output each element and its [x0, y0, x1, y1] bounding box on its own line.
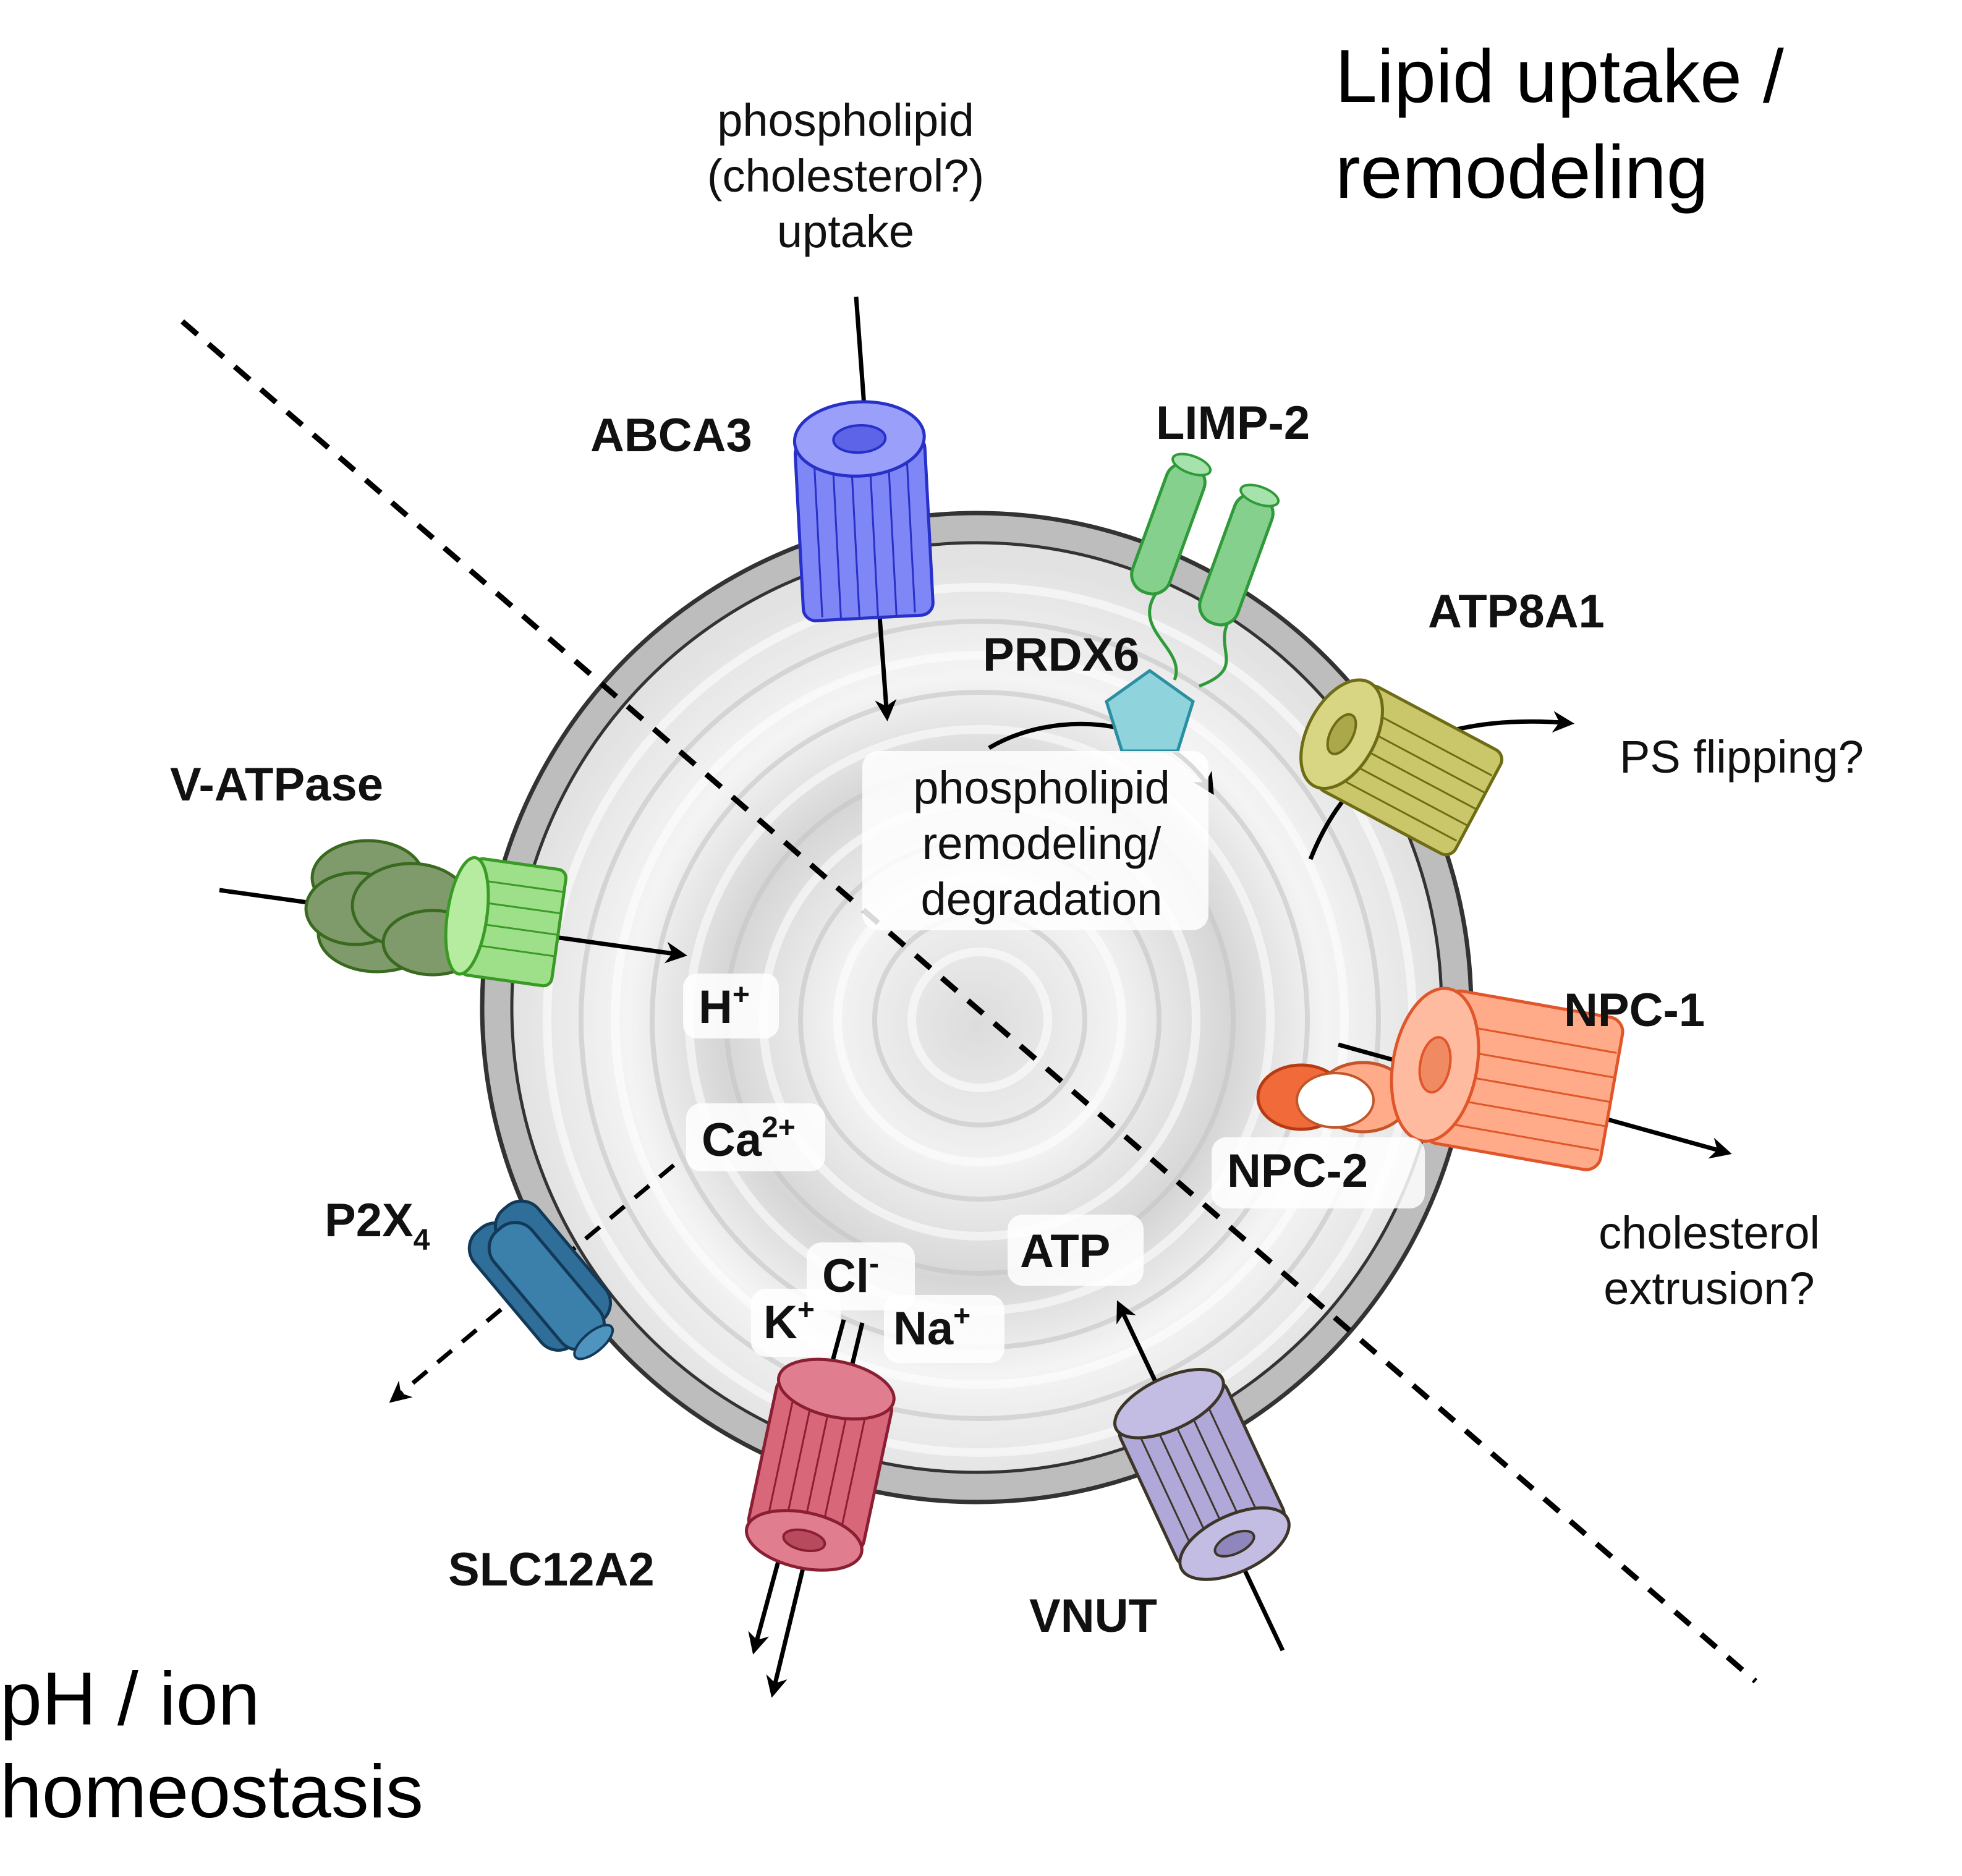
vnut-icon	[1113, 1367, 1291, 1581]
uptake-note-line2: (cholesterol?)	[707, 150, 984, 202]
p2x4-channel: P2X4	[325, 1163, 676, 1403]
h-ion: H+	[699, 978, 750, 1033]
slc12a2-label: SLC12A2	[448, 1543, 655, 1596]
title-ph-line1: pH / ion	[0, 1657, 260, 1741]
abca3-transporter: ABCA3	[590, 296, 935, 721]
ca-ion: Ca2+	[702, 1111, 796, 1166]
chol-note-line1: cholesterol	[1599, 1207, 1820, 1258]
remodel-note-line1: phospholipid	[913, 762, 1170, 813]
remodel-note-line2: remodeling/	[922, 818, 1161, 869]
npc1-transporter: NPC-1	[1256, 984, 1732, 1171]
uptake-note-line1: phospholipid	[717, 95, 974, 146]
title-ph-line2: homeostasis	[0, 1749, 423, 1833]
atp8a1-transporter: ATP8A1	[1299, 585, 1605, 860]
title-lipid-line1: Lipid uptake /	[1335, 34, 1784, 118]
npc1-label: NPC-1	[1564, 984, 1705, 1037]
na-ion: Na+	[893, 1300, 970, 1355]
atp8a1-icon	[1299, 678, 1504, 857]
limp2-label: LIMP-2	[1156, 397, 1310, 449]
abca3-label: ABCA3	[590, 409, 752, 462]
p2x4-label: P2X4	[325, 1194, 430, 1257]
vatpase-label: V-ATPase	[170, 758, 383, 811]
abca3-icon	[792, 400, 935, 622]
uptake-note-line3: uptake	[777, 206, 914, 257]
prdx6-protein: PRDX6	[983, 629, 1214, 795]
prdx6-label: PRDX6	[983, 629, 1139, 681]
atp8a1-label: ATP8A1	[1428, 585, 1605, 638]
slc12a2-icon	[744, 1357, 896, 1572]
vnut-label: VNUT	[1029, 1590, 1157, 1642]
vatpase-pump: V-ATPase	[170, 758, 687, 988]
title-lipid-line2: remodeling	[1335, 130, 1709, 214]
npc2-icon	[1256, 1061, 1411, 1134]
atp-label: ATP	[1020, 1225, 1110, 1278]
ps-flipping-note: PS flipping?	[1620, 731, 1864, 783]
npc1-icon	[1390, 987, 1624, 1171]
vnut-transporter: VNUT	[1029, 1300, 1291, 1652]
remodel-note-line3: degradation	[921, 873, 1163, 925]
p2x4-icon	[467, 1199, 614, 1360]
chol-note-line2: extrusion?	[1603, 1263, 1814, 1314]
vatpase-v0-domain	[444, 855, 568, 988]
npc2-label: NPC-2	[1227, 1145, 1368, 1197]
limp2-protein: LIMP-2	[1130, 397, 1310, 688]
k-ion: K+	[763, 1294, 815, 1349]
divider-line	[180, 319, 1757, 1684]
slc12a2-transporter: SLC12A2	[448, 1319, 896, 1698]
